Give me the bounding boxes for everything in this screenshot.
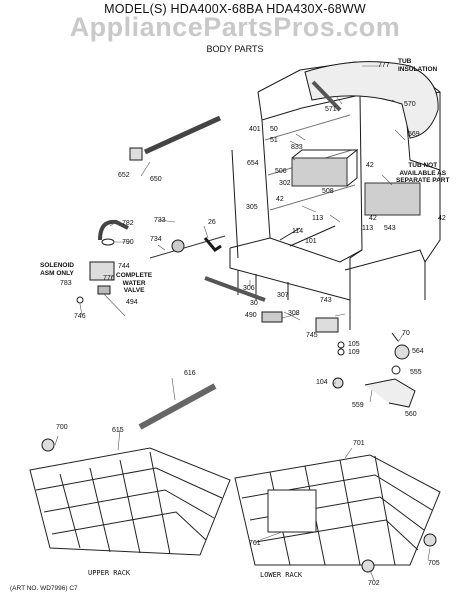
label-506: 506 — [275, 168, 287, 175]
part-70 — [391, 332, 399, 342]
side-rail-650 — [143, 115, 222, 155]
label-555: 555 — [410, 369, 422, 376]
label-734: 734 — [150, 236, 162, 243]
upper-rack-caption: UPPER RACK — [88, 569, 131, 577]
part-306 — [204, 276, 266, 302]
label-652: 652 — [118, 172, 130, 179]
label-105: 105 — [348, 341, 360, 348]
label-113a: 113 — [312, 215, 324, 222]
label-113b: 113 — [362, 225, 374, 232]
label-26: 26 — [208, 219, 216, 226]
label-50: 50 — [270, 126, 278, 133]
label-654: 654 — [247, 160, 259, 167]
label-776: 776 — [103, 275, 115, 282]
label-305: 305 — [246, 204, 258, 211]
label-564: 564 — [412, 348, 424, 355]
label-42b: 42 — [366, 162, 374, 169]
label-308: 308 — [288, 310, 300, 317]
box-745 — [315, 317, 339, 333]
label-114: 114 — [292, 228, 304, 235]
label-401: 401 — [249, 126, 261, 133]
model-title: MODEL(S) HDA400X-68BA HDA430X-68WW — [104, 2, 366, 16]
label-700: 700 — [56, 424, 68, 431]
label-51: 51 — [270, 137, 278, 144]
label-783: 783 — [60, 280, 72, 287]
screw-105 — [337, 341, 345, 349]
wheel-702 — [361, 559, 375, 573]
label-743: 743 — [320, 297, 332, 304]
label-70: 70 — [402, 330, 410, 337]
roller-700 — [41, 438, 55, 452]
water-valve-744 — [89, 261, 115, 281]
label-571: 571 — [325, 106, 337, 113]
label-745: 745 — [306, 332, 318, 339]
label-508: 508 — [322, 188, 334, 195]
lower-rack — [234, 454, 441, 566]
label-744: 744 — [118, 263, 130, 270]
wheel-705 — [423, 533, 437, 547]
label-705: 705 — [428, 560, 440, 567]
part-555 — [391, 365, 401, 375]
label-746: 746 — [74, 313, 86, 320]
label-570: 570 — [404, 101, 416, 108]
label-101: 101 — [305, 238, 317, 245]
lower-rack-caption: LOWER RACK — [260, 571, 303, 579]
wire-734 — [149, 235, 226, 259]
label-701: 701 — [353, 440, 365, 447]
label-650: 650 — [150, 176, 162, 183]
label-733: 733 — [154, 217, 166, 224]
art-number: (ART NO. WD7996) C7 — [10, 585, 78, 592]
label-307: 307 — [277, 292, 289, 299]
screw-109 — [337, 348, 345, 356]
label-702: 702 — [368, 580, 380, 587]
cutlery-basket-761 — [267, 489, 317, 533]
label-306: 306 — [243, 285, 255, 292]
label-833: 833 — [291, 144, 303, 151]
label-761: 761 — [249, 540, 261, 547]
label-560: 560 — [405, 411, 417, 418]
label-777: 777 — [378, 62, 390, 69]
part-652 — [129, 147, 143, 161]
label-494: 494 — [126, 299, 138, 306]
clamp-790 — [101, 238, 115, 246]
insulation-handle — [311, 80, 342, 112]
upper-rack — [29, 447, 231, 556]
label-616: 616 — [184, 370, 196, 377]
rack-rail-616 — [138, 383, 217, 430]
label-790: 790 — [122, 239, 134, 246]
label-30: 30 — [250, 300, 258, 307]
label-543: 543 — [384, 225, 396, 232]
label-109: 109 — [348, 349, 360, 356]
part-560 — [364, 378, 416, 408]
tub-insulation — [304, 61, 439, 139]
label-569: 569 — [408, 131, 420, 138]
part-564 — [394, 344, 410, 360]
screw-746 — [76, 296, 84, 304]
label-104: 104 — [316, 379, 328, 386]
part-490 — [261, 311, 283, 323]
label-559: 559 — [352, 402, 364, 409]
label-302: 302 — [279, 180, 291, 187]
bracket-494 — [97, 285, 111, 295]
pump-26 — [171, 239, 185, 253]
bracket-26 — [203, 237, 222, 252]
leader-lines — [54, 65, 431, 581]
watermark: AppliancePartsPros.com — [69, 12, 401, 42]
label-42d: 42 — [438, 215, 446, 222]
label-615: 615 — [112, 427, 124, 434]
label-782: 782 — [122, 220, 134, 227]
label-490: 490 — [245, 312, 257, 319]
label-42c: 42 — [369, 215, 377, 222]
section-subtitle: BODY PARTS — [206, 44, 264, 54]
label-42a: 42 — [276, 196, 284, 203]
